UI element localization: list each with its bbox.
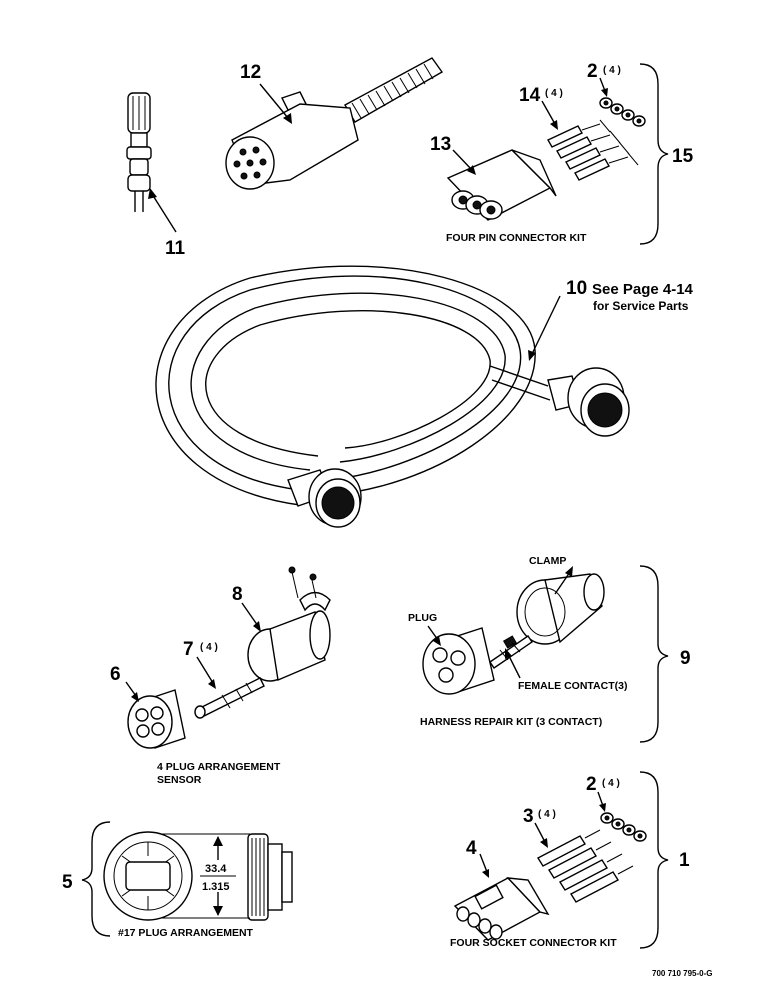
caption-four-plug-2: SENSOR xyxy=(157,774,202,786)
item-2-leader-top xyxy=(599,77,608,97)
brace-15 xyxy=(639,63,669,245)
callout-15: 15 xyxy=(672,146,694,167)
brace-5 xyxy=(81,821,111,937)
female-contact-leader xyxy=(505,648,521,679)
item-7-leader xyxy=(196,656,216,689)
callout-2-bottom: 2 xyxy=(586,774,597,795)
item-11-leader xyxy=(148,188,177,233)
item-4-leader xyxy=(479,853,489,878)
plug-part xyxy=(422,627,495,695)
item-12-plug xyxy=(225,57,444,190)
callout-5: 5 xyxy=(62,872,73,893)
plug-leader xyxy=(427,625,441,646)
caption-four-plug-1: 4 PLUG ARRANGEMENT xyxy=(157,761,281,773)
callout-2-top: 2 xyxy=(587,61,598,82)
callout-7: 7 xyxy=(183,639,194,660)
callout-10: 10 xyxy=(566,278,587,299)
item-13-connector xyxy=(446,149,557,221)
dimension-lines xyxy=(160,833,250,919)
caption-plug-17: #17 PLUG ARRANGEMENT xyxy=(118,927,254,939)
brace-9 xyxy=(639,565,669,743)
clamp-leader xyxy=(554,566,573,595)
plug-17-face xyxy=(103,831,193,921)
plug-17-side xyxy=(247,833,293,921)
qty-7: ( 4 ) xyxy=(200,642,218,653)
callout-1: 1 xyxy=(679,850,690,871)
callout-12: 12 xyxy=(240,62,261,83)
qty-3: ( 4 ) xyxy=(538,809,556,820)
callout-14: 14 xyxy=(519,85,541,106)
callout-13: 13 xyxy=(430,134,451,155)
qty-14: ( 4 ) xyxy=(545,88,563,99)
callout-6: 6 xyxy=(110,664,121,685)
qty-2-bottom: ( 4 ) xyxy=(602,778,620,789)
item-14-pins xyxy=(547,119,639,181)
callout-11: 11 xyxy=(165,238,186,259)
item-10-cable xyxy=(155,265,630,528)
see-page-label: See Page 4-14 xyxy=(592,281,694,298)
drawing-id: 700 710 795-0-G xyxy=(652,969,713,978)
item-11-tool xyxy=(126,92,152,212)
item-3-sockets xyxy=(537,829,634,903)
female-contact-part xyxy=(489,635,533,669)
callout-9: 9 xyxy=(680,648,691,669)
item-2-seals-top xyxy=(599,97,646,127)
item-10-leader xyxy=(528,295,561,361)
caption-four-pin-kit: FOUR PIN CONNECTOR KIT xyxy=(446,232,587,244)
callout-4: 4 xyxy=(466,838,477,859)
female-contact-label: FEMALE CONTACT(3) xyxy=(518,680,627,692)
dimension-metric: 33.4 xyxy=(205,863,227,875)
item-3-leader xyxy=(534,822,548,848)
callout-8: 8 xyxy=(232,584,243,605)
caption-four-socket-kit: FOUR SOCKET CONNECTOR KIT xyxy=(450,937,617,949)
plug-label: PLUG xyxy=(408,612,437,624)
item-6-leader xyxy=(125,681,139,702)
item-2-leader-bottom xyxy=(597,791,606,812)
item-8-leader xyxy=(241,602,261,632)
item-12-leader xyxy=(259,83,292,124)
brace-1 xyxy=(639,771,669,949)
caption-harness-kit: HARNESS REPAIR KIT (3 CONTACT) xyxy=(420,716,602,728)
item-6-plug xyxy=(127,689,186,749)
clamp-label: CLAMP xyxy=(529,555,566,567)
dimension-imperial: 1.315 xyxy=(202,881,230,893)
service-parts-label: for Service Parts xyxy=(593,299,689,313)
clamp-part xyxy=(516,573,605,645)
item-8-backshell xyxy=(247,566,331,682)
item-13-leader xyxy=(452,149,476,175)
qty-2-top: ( 4 ) xyxy=(603,65,621,76)
item-2-seals-bottom xyxy=(600,812,647,842)
item-4-connector xyxy=(453,877,550,941)
item-14-leader xyxy=(541,100,558,130)
item-7-contacts xyxy=(194,677,265,719)
callout-3: 3 xyxy=(523,806,534,827)
